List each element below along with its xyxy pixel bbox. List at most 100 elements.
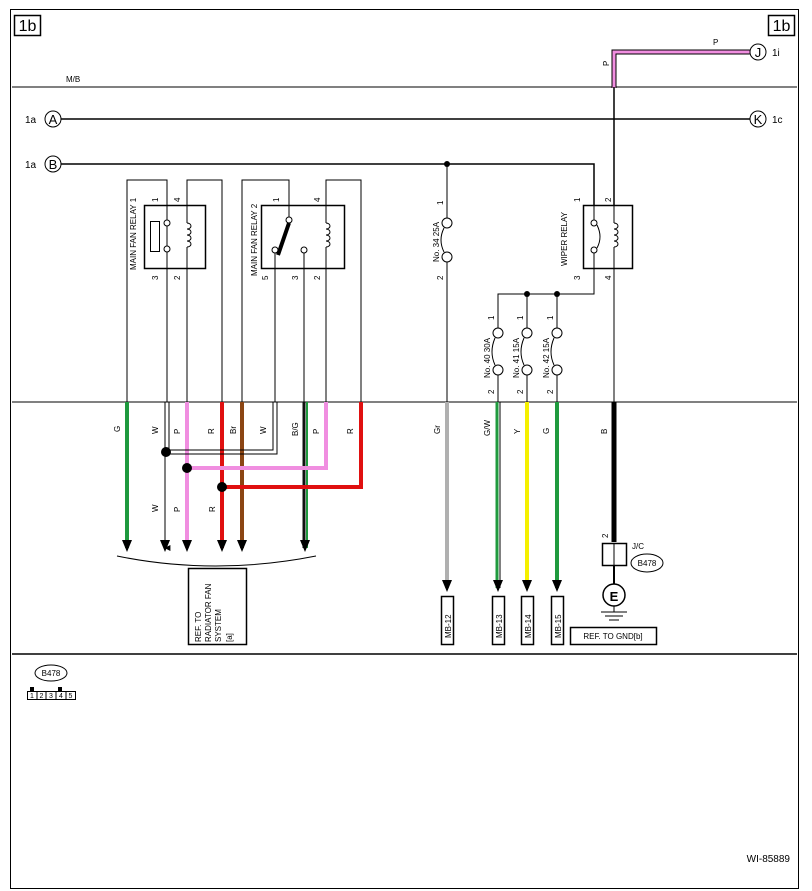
svg-text:P: P bbox=[312, 429, 321, 434]
wire-p-to-j bbox=[611, 49, 750, 88]
svg-text:3: 3 bbox=[291, 275, 300, 280]
svg-text:G: G bbox=[542, 428, 551, 434]
svg-text:B/G: B/G bbox=[291, 422, 300, 436]
svg-text:1: 1 bbox=[151, 197, 160, 202]
page-code-right: 1b bbox=[767, 14, 796, 37]
ref-to-gnd: REF. TO GND[b] bbox=[569, 626, 658, 646]
fuse-no-40: No. 40 30A 1 2 bbox=[483, 315, 504, 402]
svg-text:No. 42 15A: No. 42 15A bbox=[542, 337, 551, 378]
svg-text:MAIN FAN RELAY 1: MAIN FAN RELAY 1 bbox=[129, 197, 138, 270]
svg-text:1: 1 bbox=[272, 197, 281, 202]
svg-text:2: 2 bbox=[436, 275, 445, 280]
fuse-no-34: No. 34 25A 1 2 bbox=[432, 164, 453, 402]
connector-mb-15: MB-15 bbox=[550, 595, 565, 646]
svg-text:E: E bbox=[610, 589, 619, 604]
connector-mb-13: MB-13 bbox=[491, 595, 506, 646]
svg-text:MB-14: MB-14 bbox=[524, 614, 533, 638]
svg-text:1: 1 bbox=[30, 693, 34, 700]
wire-label-p-vert: P bbox=[602, 61, 611, 66]
figure-id: WI-85889 bbox=[747, 854, 791, 865]
svg-text:1b: 1b bbox=[773, 18, 791, 35]
svg-text:WIPER RELAY: WIPER RELAY bbox=[560, 211, 569, 266]
svg-text:2: 2 bbox=[604, 197, 613, 202]
svg-text:4: 4 bbox=[59, 693, 63, 700]
mb-label: M/B bbox=[66, 75, 80, 84]
svg-text:2: 2 bbox=[487, 389, 496, 394]
svg-text:A: A bbox=[49, 112, 58, 127]
svg-text:5: 5 bbox=[261, 275, 270, 280]
svg-text:1: 1 bbox=[436, 200, 445, 205]
page-frame bbox=[10, 9, 799, 889]
bus-a-ref: 1a bbox=[25, 115, 37, 126]
connector-mb-14: MB-14 bbox=[520, 595, 535, 646]
connector-k: K bbox=[749, 110, 767, 128]
svg-text:B: B bbox=[600, 429, 609, 434]
ground-e-icon: E bbox=[601, 583, 627, 621]
svg-text:MB-15: MB-15 bbox=[554, 614, 563, 638]
svg-text:1: 1 bbox=[487, 315, 496, 320]
svg-text:B: B bbox=[49, 157, 58, 172]
fuse-no-41: No. 41 15A 1 2 bbox=[512, 315, 533, 402]
svg-text:J/C: J/C bbox=[632, 542, 644, 551]
svg-text:J: J bbox=[755, 45, 762, 60]
svg-text:2: 2 bbox=[173, 275, 182, 280]
connector-j: J bbox=[749, 43, 767, 61]
svg-text:W: W bbox=[151, 426, 160, 434]
wiper-relay: WIPER RELAY 1 2 3 4 bbox=[560, 197, 634, 280]
svg-text:W: W bbox=[259, 426, 268, 434]
svg-text:No. 34 25A: No. 34 25A bbox=[432, 221, 441, 262]
svg-text:2: 2 bbox=[601, 533, 610, 538]
connector-b: B bbox=[44, 155, 62, 173]
svg-text:2: 2 bbox=[516, 389, 525, 394]
svg-text:B478: B478 bbox=[42, 669, 61, 678]
group-brace bbox=[116, 555, 317, 567]
svg-text:MB-12: MB-12 bbox=[444, 614, 453, 638]
bus-b-line bbox=[61, 163, 595, 205]
svg-text:MB-13: MB-13 bbox=[495, 614, 504, 638]
svg-text:3: 3 bbox=[151, 275, 160, 280]
svg-text:4: 4 bbox=[313, 197, 322, 202]
wire-label-p-top: P bbox=[713, 38, 718, 47]
svg-text:SYSTEM: SYSTEM bbox=[214, 609, 223, 642]
svg-text:R: R bbox=[207, 428, 216, 434]
page-code-left: 1b bbox=[13, 14, 42, 37]
svg-text:Y: Y bbox=[513, 428, 522, 434]
svg-text:R: R bbox=[346, 428, 355, 434]
svg-text:G: G bbox=[113, 426, 122, 432]
svg-text:Gr: Gr bbox=[433, 425, 442, 434]
svg-text:1: 1 bbox=[573, 197, 582, 202]
svg-text:3: 3 bbox=[573, 275, 582, 280]
legend-connector-b478: B478 1 2 3 4 5 bbox=[27, 664, 76, 700]
svg-text:1b: 1b bbox=[19, 18, 37, 35]
ref-radiator-fan-system: REF. TO RADIATOR FAN SYSTEM [a] bbox=[187, 567, 248, 646]
svg-text:1: 1 bbox=[546, 315, 555, 320]
svg-text:REF. TO: REF. TO bbox=[194, 612, 203, 642]
svg-text:4: 4 bbox=[173, 197, 182, 202]
connector-mb-12: MB-12 bbox=[440, 595, 455, 646]
svg-text:No. 41 15A: No. 41 15A bbox=[512, 337, 521, 378]
svg-text:W: W bbox=[151, 504, 160, 512]
svg-text:MAIN FAN RELAY 2: MAIN FAN RELAY 2 bbox=[250, 203, 259, 276]
svg-text:K: K bbox=[754, 112, 763, 127]
fuse-no-42: No. 42 15A 1 2 bbox=[542, 315, 563, 402]
connector-a: A bbox=[44, 110, 62, 128]
joint-connector-jc: J/C 2 B478 bbox=[601, 533, 664, 584]
svg-text:P: P bbox=[173, 429, 182, 434]
svg-text:2: 2 bbox=[546, 389, 555, 394]
wire-labels: G W P R Br W B/G P R Gr G/W Y G B W P R bbox=[113, 420, 609, 512]
colored-wires bbox=[122, 402, 617, 592]
svg-text:R: R bbox=[208, 506, 217, 512]
svg-text:REF. TO GND[b]: REF. TO GND[b] bbox=[583, 632, 642, 641]
svg-text:1: 1 bbox=[516, 315, 525, 320]
main-fan-relay-2: MAIN FAN RELAY 2 1 4 5 3 2 bbox=[250, 197, 346, 280]
connector-k-ref: 1c bbox=[772, 115, 783, 126]
svg-text:P: P bbox=[173, 507, 182, 512]
svg-text:RADIATOR FAN: RADIATOR FAN bbox=[204, 583, 213, 642]
svg-text:[a]: [a] bbox=[225, 633, 234, 642]
svg-text:B478: B478 bbox=[638, 559, 657, 568]
bus-b-ref: 1a bbox=[25, 160, 37, 171]
connector-j-ref: 1i bbox=[772, 48, 780, 59]
svg-text:4: 4 bbox=[604, 275, 613, 280]
svg-text:2: 2 bbox=[40, 693, 44, 700]
